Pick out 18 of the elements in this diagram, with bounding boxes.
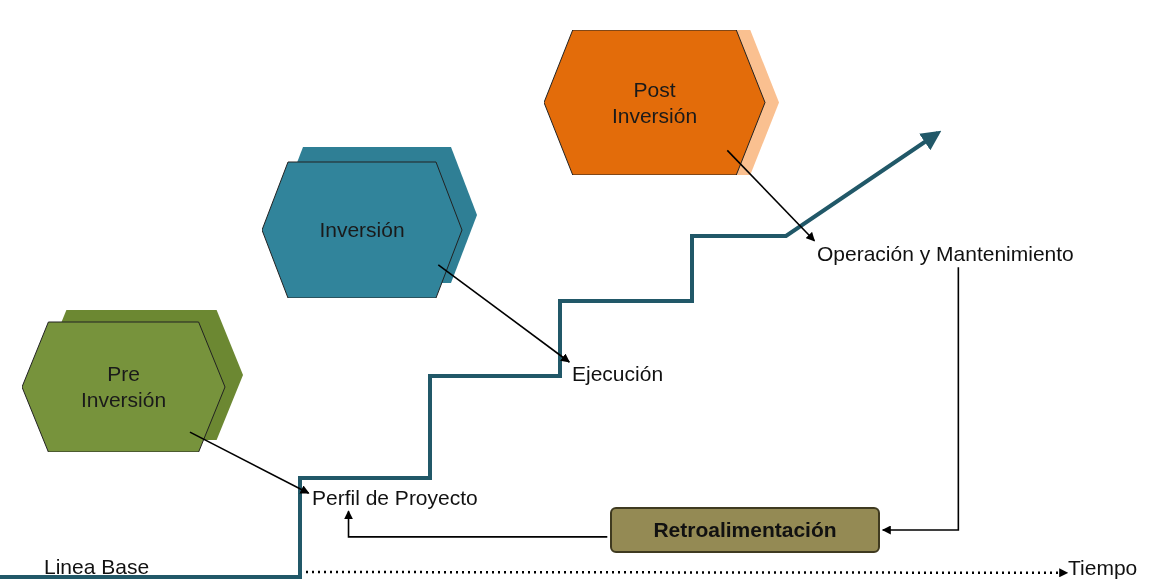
hexagon <box>22 310 243 452</box>
stage-label: Linea Base <box>44 555 150 579</box>
phase-label: Pre Inversión <box>79 361 168 413</box>
arrow <box>437 263 571 363</box>
arrow <box>189 431 310 494</box>
arrow <box>726 149 816 242</box>
phase-label: Post Inversión <box>610 76 699 129</box>
phase-label: Inversión <box>318 217 406 243</box>
dotted-arrow <box>306 568 1069 578</box>
stage-label: Ejecución <box>572 362 664 386</box>
stage-label: Tiempo <box>1068 556 1138 579</box>
stage-label: Perfil de Proyecto <box>312 486 478 510</box>
hexagon <box>262 147 477 298</box>
stage-label: Operación y Mantenimiento <box>817 242 1074 266</box>
hexagon <box>544 30 779 175</box>
arrow <box>344 510 609 538</box>
arrow <box>881 266 960 535</box>
process-box: Retroalimentación <box>610 507 880 553</box>
